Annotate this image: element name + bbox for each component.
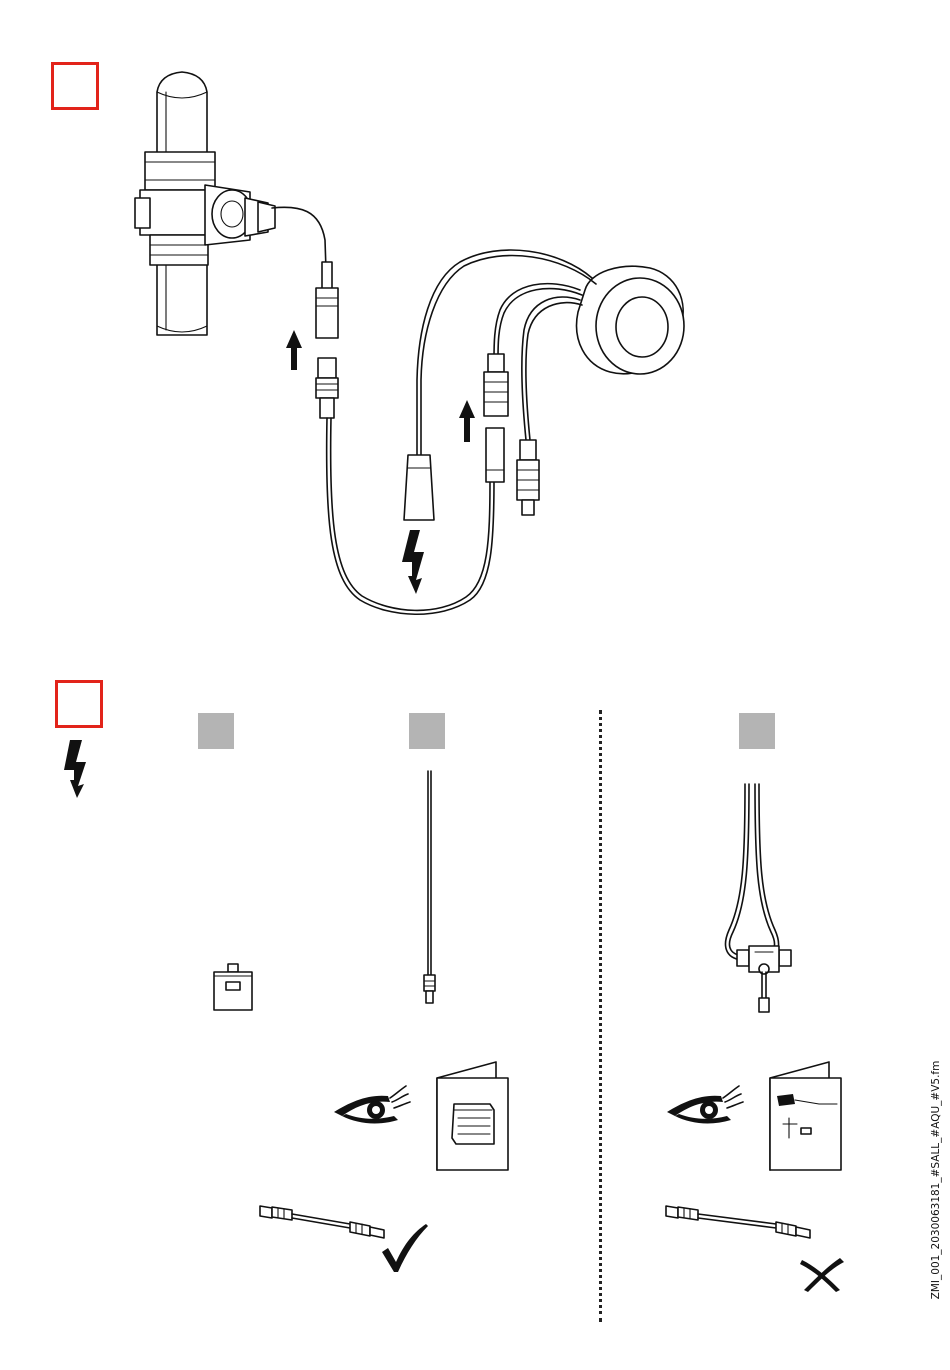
- lightning-icon: [402, 530, 424, 594]
- eye-icon: [332, 1082, 412, 1132]
- sensor-cable-power: [417, 250, 592, 455]
- sensor-cable-aux: [522, 297, 580, 440]
- plug-in-module: [210, 962, 260, 1014]
- valve-sensor-illustration: [0, 0, 950, 660]
- valve-body: [135, 152, 275, 265]
- document-code: ZMI_001_2030063181_#SALL_#AQU_#V5.fm: [926, 1040, 946, 1320]
- column-marker-2: [409, 713, 445, 749]
- checkmark-icon: [380, 1222, 430, 1274]
- y-cable-t-connector: [715, 780, 825, 1020]
- signal-connector: [488, 354, 504, 372]
- extension-cable-incorrect: [664, 1200, 814, 1244]
- sensor-cable-straight: [410, 765, 450, 1015]
- sensor-cable-signal: [494, 284, 580, 360]
- valve-cable-connector: [322, 262, 332, 290]
- step-marker-2: [55, 680, 103, 728]
- arrow-up-icon: [286, 330, 302, 370]
- column-marker-1: [198, 713, 234, 749]
- power-plug: [404, 455, 434, 520]
- manual-icon: [767, 1058, 847, 1178]
- column-divider: [599, 710, 602, 1322]
- eye-icon: [665, 1082, 745, 1132]
- aux-connector: [520, 440, 536, 460]
- valve-cable-plug: [316, 288, 338, 338]
- manual-icon: [434, 1058, 514, 1178]
- sensor-head: [577, 266, 684, 374]
- arrow-up-icon: [459, 400, 475, 442]
- valve-cable: [272, 207, 326, 270]
- column-marker-3: [739, 713, 775, 749]
- lightning-icon: [60, 740, 100, 800]
- extension-cable-correct: [258, 1200, 388, 1244]
- cross-icon: [800, 1256, 844, 1292]
